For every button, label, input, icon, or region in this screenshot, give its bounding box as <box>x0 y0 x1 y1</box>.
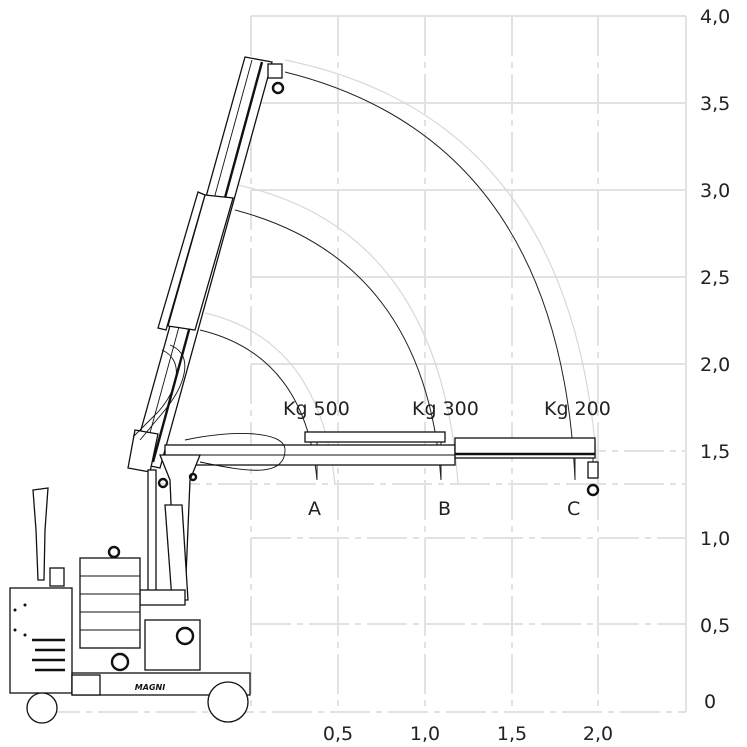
mast <box>139 454 201 606</box>
hook-icon <box>271 81 285 95</box>
y-tick-label: 3,5 <box>700 93 730 115</box>
arc-c <box>284 71 576 481</box>
y-tick-label: 2,0 <box>700 354 730 376</box>
point-label-c: C <box>567 498 580 520</box>
y-axis: 4,0 3,5 3,0 2,5 2,0 1,5 1,0 0,5 0 <box>700 6 730 713</box>
hook-icon <box>586 483 600 497</box>
x-tick-label: 2,0 <box>583 723 613 745</box>
horizontal-boom <box>164 431 600 497</box>
motor <box>144 619 201 671</box>
point-label-a: A <box>308 498 321 520</box>
y-tick-label: 0,5 <box>700 615 730 637</box>
counterweight <box>79 557 141 649</box>
x-tick-label: 1,5 <box>497 723 527 745</box>
x-tick-label: 0,5 <box>323 723 353 745</box>
x-tick-label: 1,0 <box>410 723 440 745</box>
reach-arcs <box>199 59 599 485</box>
front-wheel <box>207 681 249 723</box>
tiller-handle <box>32 487 49 581</box>
raised-boom <box>127 56 285 473</box>
chassis: MAGNI <box>9 487 251 724</box>
point-label-b: B <box>438 498 451 520</box>
load-label-c: Kg 200 <box>544 398 611 420</box>
y-tick-label: 1,0 <box>700 528 730 550</box>
y-tick-label: 0 <box>704 691 716 713</box>
load-label-b: Kg 300 <box>412 398 479 420</box>
y-tick-label: 3,0 <box>700 180 730 202</box>
y-tick-label: 1,5 <box>700 441 730 463</box>
y-tick-label: 4,0 <box>700 6 730 28</box>
arc-b <box>234 209 442 481</box>
rear-wheel <box>26 692 58 724</box>
logo: MAGNI <box>135 683 165 692</box>
load-label-a: Kg 500 <box>283 398 350 420</box>
y-tick-label: 2,5 <box>700 267 730 289</box>
x-axis: 0,5 1,0 1,5 2,0 <box>323 723 613 745</box>
